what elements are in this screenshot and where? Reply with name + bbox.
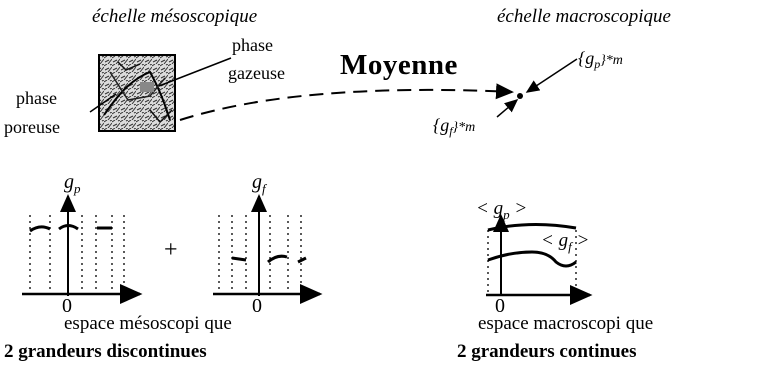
meso-sample-image bbox=[99, 55, 175, 131]
zero-label-2: 0 bbox=[252, 295, 262, 317]
gp-macro-arrow bbox=[527, 59, 577, 92]
meso-gp-plot: gp 0 bbox=[22, 171, 140, 317]
macro-plot: < gp > < gf > 0 bbox=[476, 198, 590, 317]
plus-sign: + bbox=[164, 237, 178, 263]
meso-gf-plot: gf 0 bbox=[213, 171, 320, 317]
average-arrow bbox=[180, 90, 512, 120]
gf-macro-arrow bbox=[497, 100, 517, 117]
gp-segments bbox=[30, 226, 112, 232]
zero-label-1: 0 bbox=[62, 295, 72, 317]
zero-label-3: 0 bbox=[495, 295, 505, 317]
gf-axis-label: gf bbox=[252, 171, 268, 196]
macro-point bbox=[517, 93, 523, 99]
gp-axis-label: gp bbox=[64, 171, 81, 196]
gf-segments bbox=[232, 256, 306, 262]
gf-macro-label: {gf}*m bbox=[433, 115, 475, 138]
avg-gf-label: < gf > bbox=[541, 230, 589, 254]
gp-macro-label: {gp}*m bbox=[578, 48, 623, 71]
